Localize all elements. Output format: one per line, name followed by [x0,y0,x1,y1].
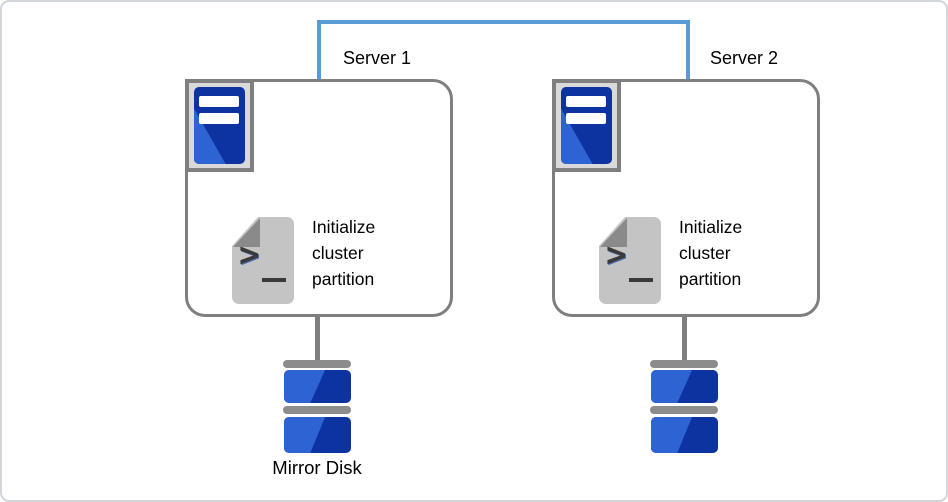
mirror-disk-label: Mirror Disk [272,457,362,478]
disk-cap [283,406,351,414]
server-icon-slot [199,96,239,107]
terminal-script-icon: > [599,217,661,304]
terminal-prompt-glyph: > [239,235,260,275]
server-icon-panel [561,87,612,164]
disk-sheen [283,370,326,403]
disk-platter [283,370,351,403]
terminal-script-icon: > [232,217,294,304]
server-group-2: Server 2 > Initialize cluster partition [552,48,820,499]
server-icon-slot [199,113,239,124]
server-icon [185,79,254,172]
disk-sheen [650,370,693,403]
terminal-cursor-underscore [262,278,286,282]
mirror-disk-icon [283,360,351,453]
disk-connector-line [682,317,687,361]
server-2-label: Server 2 [710,48,779,68]
terminal-cursor-underscore [629,278,653,282]
disk-cap [283,360,351,368]
disk-cap [650,360,718,368]
mirror-disk-icon [650,360,718,453]
server-interconnect-line [317,20,690,83]
disk-platter [650,417,718,453]
server-icon-slot [566,96,606,107]
disk-cap [650,406,718,414]
task-label: Initialize cluster partition [312,217,376,289]
terminal-prompt-glyph: > [606,235,627,275]
server-icon-slot [566,113,606,124]
server-icon-panel [194,87,245,164]
disk-connector-line [315,317,320,361]
server-1-label: Server 1 [343,48,412,68]
server-icon [552,79,621,172]
disk-platter [283,417,351,453]
server-group-1: Server 1 > Initialize cluster partition [185,48,453,499]
disk-sheen [283,417,326,453]
task-label: Initialize cluster partition [679,217,743,289]
disk-platter [650,370,718,403]
disk-sheen [650,417,693,453]
